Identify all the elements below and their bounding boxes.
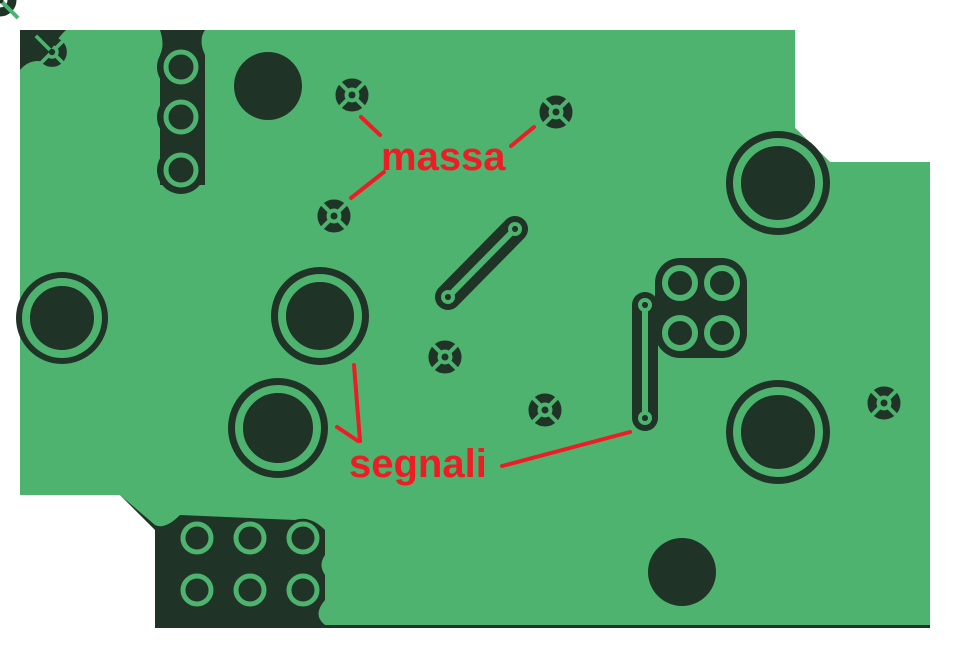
green-rings: [22, 49, 823, 607]
signal-label: segnali: [349, 442, 487, 486]
annotation-lines: [335, 115, 632, 468]
ground-vias: [0, 0, 902, 428]
thermal-via-icon: [0, 0, 20, 20]
copper-pour: [20, 30, 930, 625]
trace-pad-centers: [445, 226, 648, 421]
ground-label: massa: [381, 135, 506, 179]
mounting-hole: [648, 538, 716, 606]
mounting-hole: [234, 52, 302, 120]
